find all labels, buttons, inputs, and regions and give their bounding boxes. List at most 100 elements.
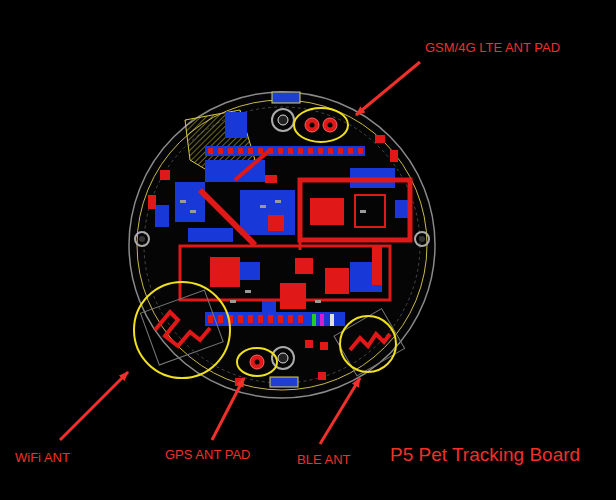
keepout-ring [144,107,420,383]
pcb-detail [328,148,333,154]
pcb-detail [348,148,353,154]
pcb-detail [190,210,196,213]
pcb-detail [250,355,264,369]
leader-arrow [60,372,128,440]
pcb-detail [208,148,213,154]
pcb-detail [205,146,365,156]
antenna-label: BLE ANT [297,452,350,468]
pcb-detail [148,195,156,209]
gsm-highlight [294,108,348,142]
pcb-detail [218,315,223,323]
pcb-detail [278,148,283,154]
antenna-label: GPS ANT PAD [165,447,251,463]
pcb-detail [208,148,363,154]
leader-arrow [356,62,420,115]
pcb-detail [360,210,366,213]
antenna-label: GSM/4G LTE ANT PAD [425,40,560,56]
pcb-detail [225,112,247,138]
antenna-label: WiFi ANT [15,450,70,466]
pcb-detail [295,258,313,274]
small-parts [180,200,366,303]
pcb-detail [298,148,303,154]
pcb-detail [255,360,260,365]
pcb-detail [350,334,390,350]
pcb-detail [320,314,324,326]
gsm-pads [305,118,337,132]
pcb-detail [218,148,223,154]
leader-arrows [60,62,420,444]
pcb-detail [308,148,313,154]
pcb-detail [139,236,145,242]
pcb-detail [415,232,429,246]
pcb-detail [275,200,281,203]
pcb-detail [258,315,263,323]
pcb-detail [312,314,316,326]
pcb-detail [318,148,323,154]
pcb-detail [208,315,213,323]
pcb-detail [175,182,205,222]
pcb-detail [248,148,253,154]
pcb-detail [323,118,337,132]
red-copper [148,135,410,386]
pcb-detail [238,148,243,154]
pcb-detail [245,290,251,293]
blue-copper [155,112,411,312]
pcb-detail [188,228,233,242]
pcb-detail [299,240,302,250]
pcb-detail [134,282,230,378]
board-title: P5 Pet Tracking Board [390,444,580,467]
pcb-detail [320,342,328,350]
pcb-detail [210,257,240,287]
top-part [272,92,300,103]
pcb-detail [135,232,149,246]
pcb-detail [305,118,319,132]
pcb-detail [260,205,266,208]
pcb-detail [298,315,303,323]
pcb-detail [238,315,243,323]
pcb-detail [310,123,315,128]
pcb-detail [258,148,263,154]
connector-row [205,146,365,156]
pcb-detail [278,115,288,125]
pcb-detail [235,150,270,180]
pcb-detail [248,315,253,323]
mounting-holes [135,109,429,369]
pcb-detail [355,195,385,227]
pcb-detail [288,148,293,154]
pcb-detail [305,340,313,348]
pcb-detail [280,283,306,309]
board-outline [129,92,435,398]
wifi-antenna [134,282,230,378]
pcb-detail [325,268,349,294]
pcb-detail [330,314,334,326]
pcb-detail [272,109,294,131]
pcb-detail [419,236,425,242]
leader-arrow [320,378,360,444]
pcb-detail [237,348,277,376]
pcb-detail [200,190,255,245]
ble-antenna [334,309,405,376]
pcb-detail [328,123,333,128]
board-edge [137,100,427,390]
bottom-pad-row [205,312,345,326]
pcb-detail [240,190,295,235]
pcb-detail [155,312,210,346]
bottom-part [270,377,298,387]
pcb-detail [334,309,405,376]
pcb-detail [140,290,223,365]
leader-arrow [212,378,244,440]
pcb-detail [288,315,293,323]
pcb-detail [262,300,276,312]
pcb-detail [208,315,303,323]
pcb-detail [310,198,344,225]
pcb-detail [372,245,382,285]
pcb-detail [228,148,233,154]
pcb-detail [230,300,236,303]
pcb-detail [300,180,410,240]
pcb-detail [390,150,398,162]
pcb-detail [340,316,396,372]
pcb-detail [358,148,363,154]
pcb-detail [205,312,345,326]
